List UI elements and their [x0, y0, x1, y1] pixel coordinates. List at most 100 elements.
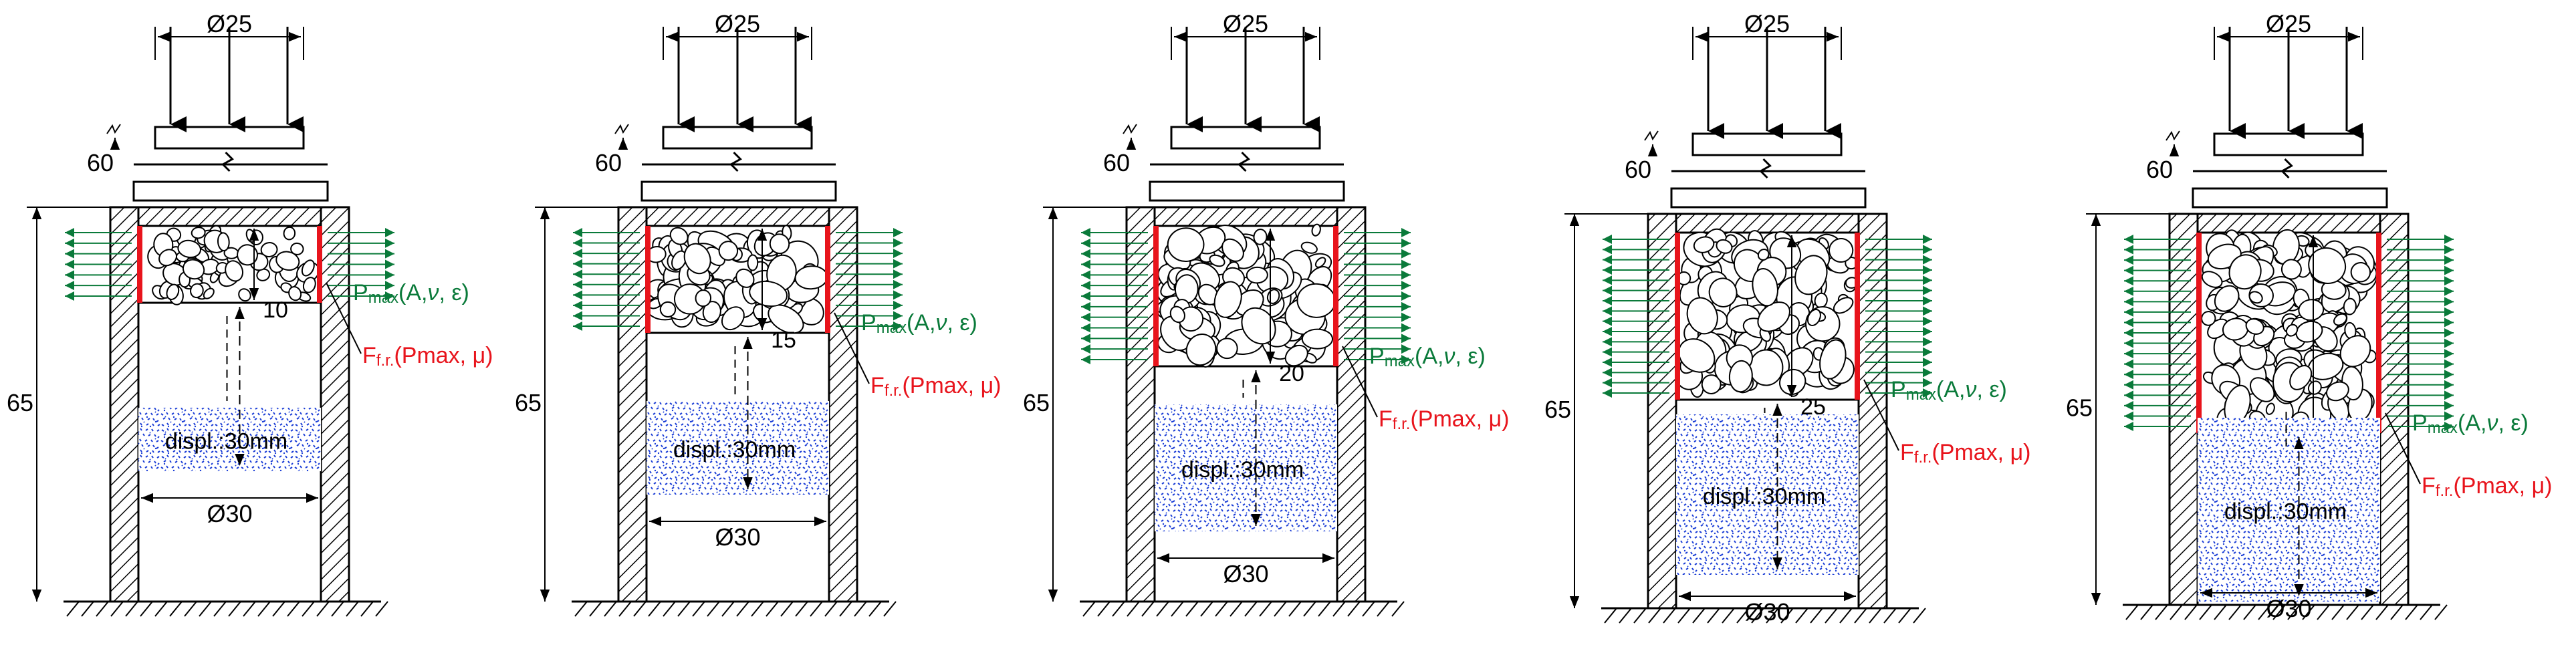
offset-break	[1123, 124, 1137, 134]
friction-label: Ff.r.(Pmax, μ)	[870, 373, 1002, 400]
sand-sample	[647, 401, 829, 495]
pressure-label: Pmax(A,ν, ε)	[2412, 410, 2529, 437]
pressure-label-tail: , ε)	[1976, 377, 2006, 402]
pebble	[166, 283, 180, 300]
friction-label: Ff.r.(Pmax, μ)	[1900, 440, 2031, 467]
pressure-label: Pmax(A,ν, ε)	[1891, 377, 2007, 404]
pebble	[768, 304, 804, 334]
ground-hatch	[1825, 608, 1838, 624]
ground-hatch	[1766, 608, 1779, 624]
ground-hatch	[1913, 608, 1926, 624]
break-symbol	[221, 151, 234, 172]
ground-hatch	[883, 601, 897, 617]
pebble	[2201, 271, 2223, 288]
sand-sample	[2198, 418, 2380, 602]
ground-hatch	[1619, 608, 1632, 624]
pressure-label: Pmax(A,ν, ε)	[353, 280, 469, 307]
ground-hatch	[1751, 608, 1764, 624]
ground-hatch	[2125, 604, 2139, 620]
ground-hatch	[1082, 601, 1096, 617]
ground-hatch	[751, 601, 764, 617]
ground-hatch	[589, 601, 602, 617]
pressure-label-tail: , ε)	[2498, 410, 2528, 436]
pebble	[1752, 267, 1778, 307]
ground-hatch	[648, 601, 661, 617]
pebble	[182, 259, 205, 280]
pebble	[283, 226, 296, 241]
piston-body	[132, 180, 329, 202]
ground-hatch	[1141, 601, 1155, 617]
ground-hatch	[2243, 604, 2256, 620]
pebble	[747, 254, 759, 271]
bottom-diameter-label: Ø30	[715, 523, 760, 551]
pressure-label: Pmax(A,ν, ε)	[1369, 344, 1486, 370]
pressure-label-nu: ν	[427, 280, 439, 305]
piston-cap	[645, 206, 830, 227]
piston-body	[2192, 187, 2388, 209]
ground-hatch	[2272, 604, 2286, 620]
displacement-label: displ.:30mm	[1181, 457, 1304, 483]
pebble	[1686, 297, 1718, 335]
pebble	[1314, 257, 1326, 268]
pebble	[1708, 277, 1738, 307]
piston-body	[1670, 187, 1867, 209]
pebble	[288, 286, 302, 301]
cylinder-wall-right	[320, 206, 350, 603]
friction-leader	[834, 312, 870, 384]
displacement-label: displ.:30mm	[1703, 484, 1825, 509]
offset-break	[614, 124, 629, 134]
pressure-label-args: (A,	[1415, 344, 1443, 369]
ground-hatch	[1898, 608, 1911, 624]
ground-hatch	[1215, 601, 1228, 617]
ground-hatch	[854, 601, 867, 617]
ground-hatch	[169, 601, 183, 617]
pebble	[1284, 344, 1308, 367]
pebble	[1221, 238, 1244, 262]
pebble	[702, 301, 721, 324]
ground-hatch	[2155, 604, 2168, 620]
ground-hatch	[96, 601, 109, 617]
ground-hatch	[331, 601, 344, 617]
pebble	[260, 242, 278, 258]
ground-hatch	[360, 601, 374, 617]
piston-cap	[2196, 213, 2381, 234]
pebble	[203, 287, 215, 299]
top-diameter-label: Ø25	[1744, 10, 1790, 37]
break-symbol	[1759, 158, 1772, 179]
ground-hatch	[1200, 601, 1213, 617]
cylinder-wall-left	[617, 206, 648, 603]
ground-hatch	[810, 601, 823, 617]
friction-label-args: (Pmax, μ)	[1410, 406, 1509, 432]
pebble	[177, 239, 201, 258]
top-diameter-label: Ø25	[2266, 10, 2311, 37]
ground-hatch	[2317, 604, 2330, 620]
displacement-label: displ.:30mm	[2224, 499, 2347, 525]
pebble	[2280, 259, 2302, 280]
ground-hatch	[1127, 601, 1140, 617]
friction-label-args: (Pmax, μ)	[2453, 473, 2552, 499]
pressure-label-args: (A,	[398, 280, 427, 305]
pebble	[1693, 236, 1715, 253]
top-diameter-label: Ø25	[207, 10, 252, 37]
friction-label-args: (Pmax, μ)	[902, 373, 1001, 398]
pressure-label-nu: ν	[1965, 377, 1976, 402]
pebble	[1716, 239, 1733, 254]
pebble	[1748, 349, 1784, 386]
friction-label-prefix: F	[870, 373, 885, 398]
pressure-label-args: (A,	[2458, 410, 2486, 436]
pressure-label-nu: ν	[1443, 344, 1455, 369]
ground-hatch	[618, 601, 632, 617]
ground-hatch	[375, 601, 388, 617]
pressure-label-prefix: P	[1369, 344, 1385, 369]
pebble	[1253, 229, 1268, 245]
offset-label: 60	[1103, 149, 1130, 176]
offset-label: 60	[87, 149, 114, 176]
pebble	[1819, 339, 1847, 380]
pebble	[238, 288, 251, 302]
pebble	[735, 268, 755, 288]
pebble	[2289, 365, 2313, 390]
pebbles	[1675, 228, 1859, 398]
